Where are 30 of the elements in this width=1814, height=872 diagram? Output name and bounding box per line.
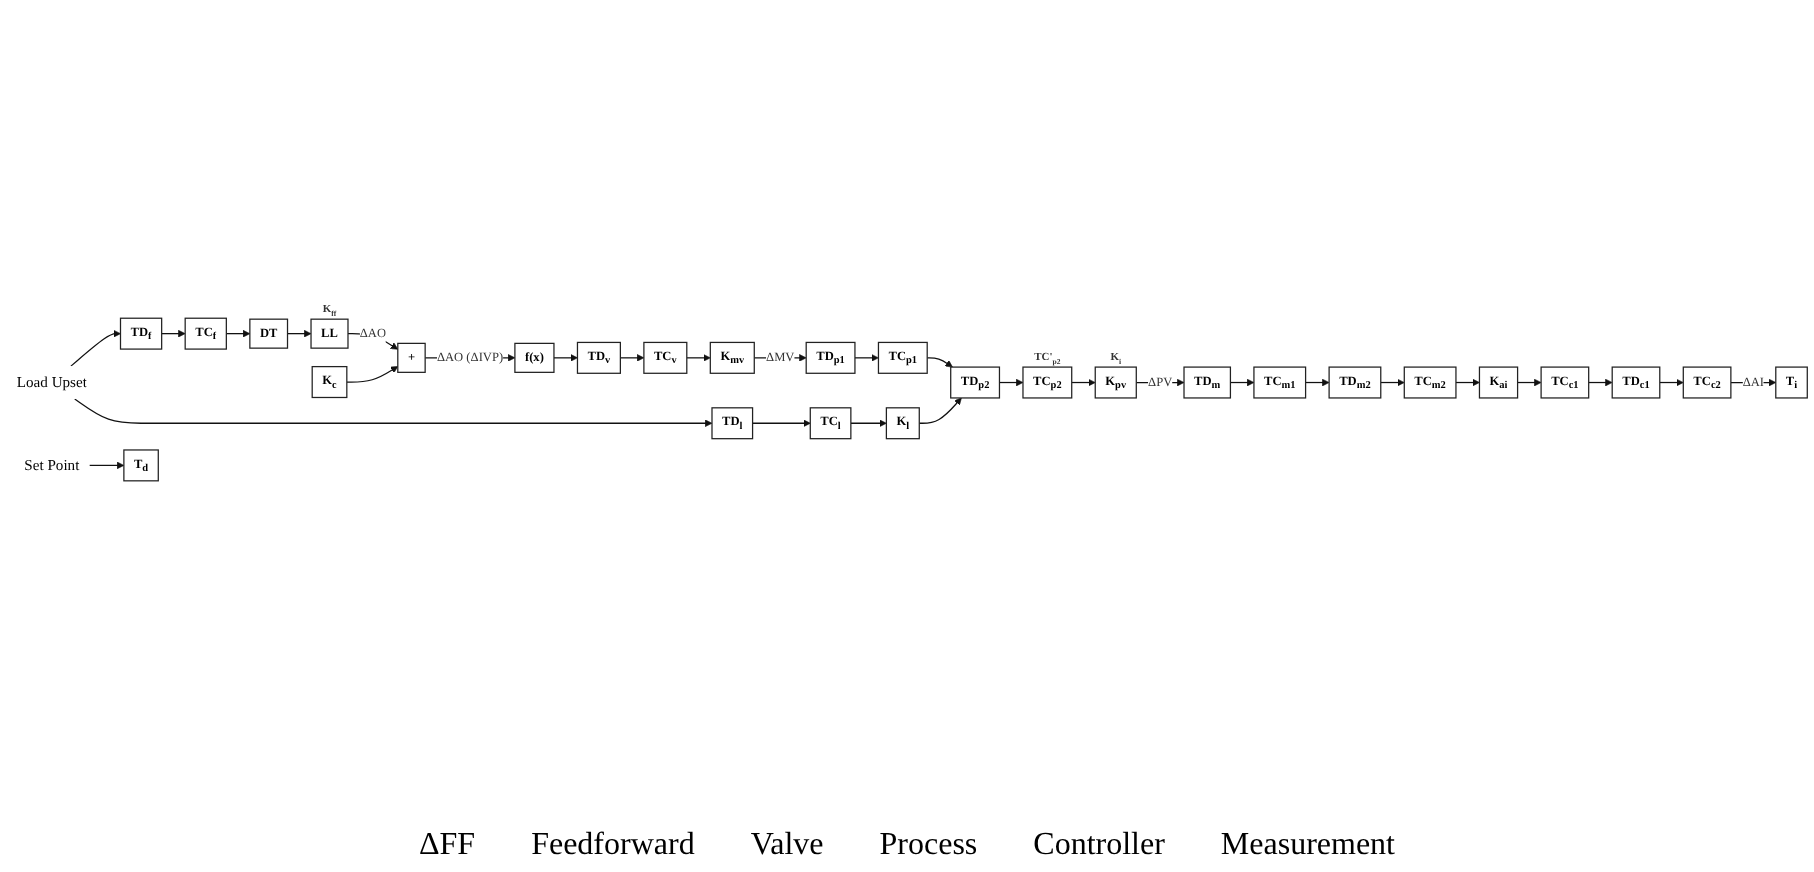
arrow <box>286 329 312 338</box>
arrow <box>926 357 953 368</box>
arrow <box>70 329 121 367</box>
arrow <box>1380 378 1405 387</box>
arrow <box>918 397 962 424</box>
arrow <box>686 354 711 362</box>
arrow <box>346 366 399 383</box>
arrow <box>1516 378 1542 387</box>
arrow <box>161 329 186 338</box>
arrow <box>1588 378 1613 387</box>
section-label: Measurement <box>1220 828 1395 864</box>
arrow <box>854 354 879 362</box>
arrow <box>1071 378 1096 387</box>
section-label: ΔFF <box>418 828 476 864</box>
arrow <box>225 329 251 338</box>
arrow <box>88 461 125 470</box>
arrow <box>74 398 713 427</box>
arrow <box>751 419 811 427</box>
arrow <box>998 378 1024 387</box>
section-label: Controller <box>1033 828 1165 864</box>
section-label: Process <box>879 828 978 864</box>
arrow <box>1304 378 1330 387</box>
arrow <box>1229 378 1255 387</box>
arrow <box>1659 378 1684 387</box>
section-label: Feedforward <box>531 828 695 864</box>
arrow <box>1455 378 1480 387</box>
arrow <box>553 354 578 362</box>
arrow <box>619 354 645 362</box>
section-label: Valve <box>750 828 824 864</box>
arrow <box>850 419 887 427</box>
